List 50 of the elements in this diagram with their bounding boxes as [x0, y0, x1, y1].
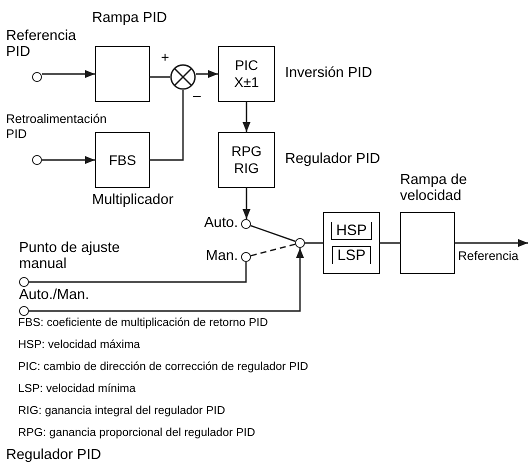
block-box — [400, 212, 455, 274]
block-label: PIC X±1 — [233, 57, 260, 91]
block-caption: Regulador PID — [285, 151, 380, 167]
note-text: FBS: coeficiente de multiplicación de retorno PID — [18, 316, 269, 330]
connector-line — [455, 239, 528, 247]
connector-line — [196, 70, 218, 78]
connector-line — [29, 248, 304, 312]
connector-line — [42, 156, 95, 164]
block-box — [95, 132, 150, 188]
upper-limit-label: HSP — [331, 222, 372, 240]
block-box — [218, 46, 275, 102]
note-text: HSP: velocidad máxima — [18, 338, 142, 352]
block-caption: Multiplicador — [92, 192, 174, 208]
lower-limit-label: LSP — [332, 246, 371, 264]
note-text: PIC: cambio de dirección de corrección de regulador PID — [18, 360, 308, 374]
block-caption: Rampa PID — [92, 10, 167, 26]
block-label: RPG RIG — [230, 143, 263, 177]
caption: Regulador PID — [6, 447, 102, 464]
switch-contact — [295, 238, 305, 248]
plus-sign: + — [161, 50, 170, 64]
connector-line — [380, 242, 400, 244]
block-caption: Referencia PID — [6, 28, 78, 60]
switch-contact — [241, 219, 251, 229]
minus-sign: – — [193, 88, 201, 102]
block-caption: Rampa de velocidad — [400, 172, 468, 204]
switch-lever — [250, 244, 296, 256]
note-text: RPG: ganancia proporcional del regulador PID — [18, 426, 256, 440]
note-text: LSP: velocidad mínima — [18, 382, 137, 396]
connector-line — [150, 90, 184, 161]
block-caption: Auto./Man. — [19, 287, 90, 303]
connector-line — [42, 70, 95, 78]
block-box — [95, 46, 150, 102]
block-caption: Punto de ajuste manual — [19, 240, 121, 272]
block-caption: Auto. — [203, 215, 238, 231]
connector-line — [305, 242, 323, 244]
connector-line — [242, 188, 250, 219]
input-label: Retroalimentación PID — [6, 112, 108, 142]
summing-junction — [170, 64, 196, 90]
switch-contact — [241, 252, 251, 262]
connector-line — [242, 102, 250, 132]
connector-line — [250, 225, 296, 242]
block-caption: Man. — [204, 248, 238, 264]
block-box — [218, 132, 275, 188]
edge-label: Referencia — [458, 249, 518, 263]
block-label: FBS — [108, 152, 136, 168]
connector-line — [150, 76, 170, 78]
connector-line — [29, 262, 247, 283]
block-caption: Inversión PID — [285, 65, 372, 81]
note-text: RIG: ganancia integral del regulador PID — [18, 404, 226, 418]
limiter-box — [323, 212, 380, 274]
